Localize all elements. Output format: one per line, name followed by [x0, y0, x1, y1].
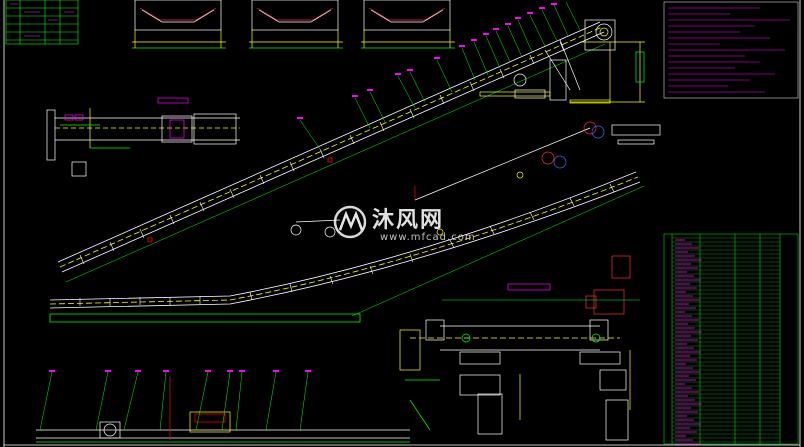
title-block-right-top	[663, 1, 799, 99]
plan-view-left	[46, 97, 240, 177]
idler-section-1	[132, 0, 226, 49]
idler-section-3	[361, 0, 455, 49]
top-left-title-block	[5, 0, 79, 45]
watermark-brand: 沐风网	[372, 208, 445, 233]
side-elevation-bottom	[36, 370, 410, 443]
watermark-url: www.mfcad.com	[380, 232, 476, 243]
upper-callout-leaders	[299, 1, 581, 153]
parts-list-rows	[672, 237, 780, 445]
curved-conveyor-lower	[49, 171, 645, 323]
idler-section-views	[132, 0, 455, 49]
idler-section-2	[249, 0, 343, 49]
head-drive-assembly	[479, 19, 645, 104]
inclined-conveyor-upper	[57, 21, 606, 283]
pulley-detail-center	[290, 121, 661, 238]
upper-callout-tags	[297, 3, 557, 119]
parts-list-table	[663, 233, 799, 445]
mf-logo-icon	[333, 205, 367, 239]
drive-unit-plan	[399, 255, 640, 441]
drawing-frame	[3, 0, 801, 447]
